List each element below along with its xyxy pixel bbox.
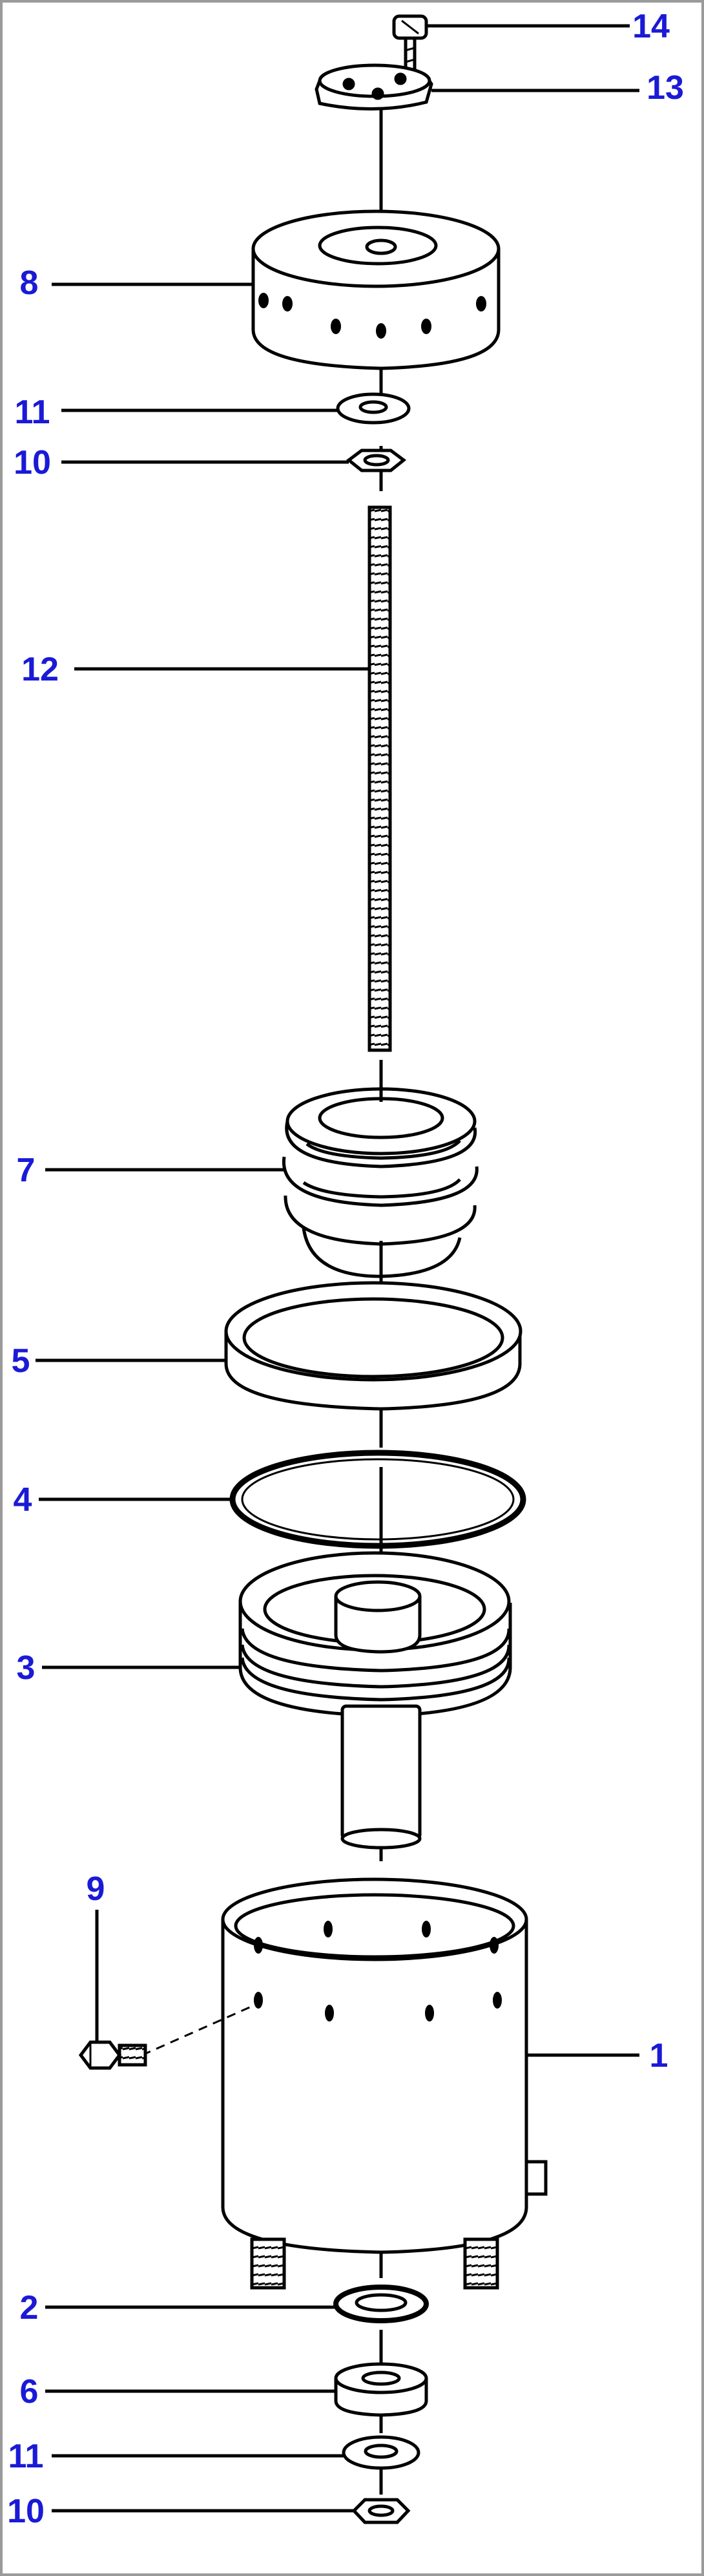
part-8-cap <box>251 209 501 370</box>
part-11-washer-lower <box>342 2435 420 2470</box>
callout-10-lower: 10 <box>7 2493 45 2530</box>
part-1-housing <box>221 1877 548 2290</box>
part-6-collar <box>334 2362 428 2417</box>
callout-3: 3 <box>17 1649 36 1687</box>
callout-2: 2 <box>20 2289 39 2327</box>
part-9-bolt <box>78 2002 259 2070</box>
callout-11-lower: 11 <box>8 2438 44 2475</box>
part-13-plate <box>315 63 433 111</box>
part-4-o-ring <box>229 1450 526 1549</box>
callout-labels: 14 13 8 11 10 12 7 5 4 3 9 1 2 6 11 10 <box>7 8 684 2530</box>
callout-4: 4 <box>14 1481 32 1519</box>
part-11-washer-upper <box>336 392 411 425</box>
callout-1: 1 <box>650 2037 668 2075</box>
callout-12: 12 <box>21 651 59 688</box>
callout-5: 5 <box>12 1342 30 1380</box>
callout-11-upper: 11 <box>15 394 50 431</box>
callout-10-upper: 10 <box>14 444 51 481</box>
part-12-threaded-rod <box>368 505 392 1052</box>
part-10-nut-upper <box>346 449 407 472</box>
part-10-nut-lower <box>351 2498 411 2524</box>
leader-lines <box>36 24 639 2513</box>
part-2-seal <box>333 2285 429 2323</box>
part-5-ring <box>224 1281 523 1411</box>
part-7-spring <box>282 1087 479 1278</box>
part-3-piston <box>238 1551 512 1850</box>
callout-8: 8 <box>20 264 39 302</box>
callout-14: 14 <box>632 8 670 45</box>
callout-13: 13 <box>647 69 684 107</box>
callout-7: 7 <box>17 1152 36 1189</box>
callout-9: 9 <box>87 1870 105 1908</box>
callout-6: 6 <box>20 2373 39 2411</box>
